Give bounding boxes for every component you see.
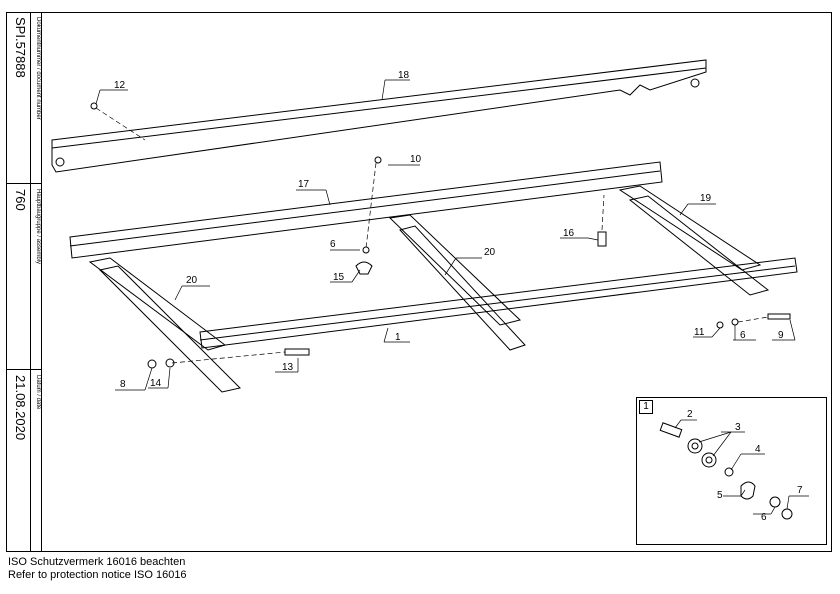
callout-18: 18 — [398, 70, 410, 81]
washer-part-6 — [769, 496, 781, 508]
washer-part-3b — [701, 452, 717, 468]
callout-20-left: 20 — [186, 275, 198, 286]
nut-part-8 — [147, 359, 157, 369]
callout-13: 14 — [150, 378, 162, 389]
callout-10: 10 — [410, 154, 422, 165]
assembly-cell: 760 Hauptbaugruppe / assembly — [6, 184, 42, 370]
detail-callout-3: 3 — [735, 422, 741, 433]
callout-9: 9 — [778, 330, 784, 341]
screw-part-14 — [90, 102, 98, 110]
callout-11: 11 — [694, 327, 705, 338]
spacer-part-4 — [724, 467, 734, 477]
callout-12: 13 — [282, 362, 294, 373]
callout-1: 1 — [395, 332, 401, 343]
callout-8: 8 — [120, 379, 126, 390]
callout-15: 15 — [333, 272, 345, 283]
drawing-frame — [6, 12, 832, 552]
clip-part-15 — [355, 261, 373, 275]
callout-19: 19 — [700, 193, 712, 204]
detail-inset: 1 2 3 4 5 6 7 — [636, 397, 827, 545]
pin-part-12 — [284, 348, 310, 356]
date-cell: 21.08.2020 Datum / date — [6, 370, 42, 552]
detail-callout-7: 7 — [797, 485, 803, 496]
side-rail-back-part-17 — [69, 161, 663, 259]
top-rail-part-18 — [51, 59, 707, 173]
callout-14: 12 — [114, 80, 126, 91]
callout-17: 17 — [298, 179, 310, 190]
nut-part-11 — [716, 321, 724, 329]
callout-6-right: 6 — [740, 330, 746, 341]
doc-number-cell: SPI.57888 Dokumentnummer / document numb… — [6, 12, 42, 184]
detail-number: 1 — [639, 400, 653, 414]
detail-callout-2: 2 — [687, 409, 693, 420]
bolt-part-2 — [659, 422, 683, 438]
crossmember-left-part-20 — [88, 257, 241, 393]
crossmember-middle-part-20 — [388, 214, 526, 351]
detail-callout-5: 5 — [717, 490, 723, 501]
callout-6-center: 6 — [330, 239, 336, 250]
crossmember-right-part-19 — [618, 185, 770, 296]
nut-part-7 — [781, 508, 793, 520]
washer-part-6 — [731, 318, 739, 326]
bolt-part-9 — [767, 313, 791, 320]
washer-part-6b — [362, 246, 370, 254]
callout-20-middle: 20 — [484, 247, 496, 258]
title-block: SPI.57888 Dokumentnummer / document numb… — [6, 12, 42, 552]
washer-part-3a — [687, 438, 703, 454]
side-rail-front-part-1 — [199, 257, 798, 349]
bolt-part-10 — [374, 156, 382, 164]
protection-notice-en: Refer to protection notice ISO 16016 — [8, 569, 187, 581]
fitting-part-16 — [597, 231, 607, 247]
detail-callout-6: 6 — [761, 512, 767, 523]
callout-16: 16 — [563, 228, 575, 239]
protection-notice-de: ISO Schutzvermerk 16016 beachten — [8, 556, 186, 568]
detail-hardware-stack: 2 3 4 5 6 7 — [659, 409, 809, 523]
bracket-part-5 — [740, 481, 756, 500]
detail-callout-4: 4 — [755, 444, 761, 455]
